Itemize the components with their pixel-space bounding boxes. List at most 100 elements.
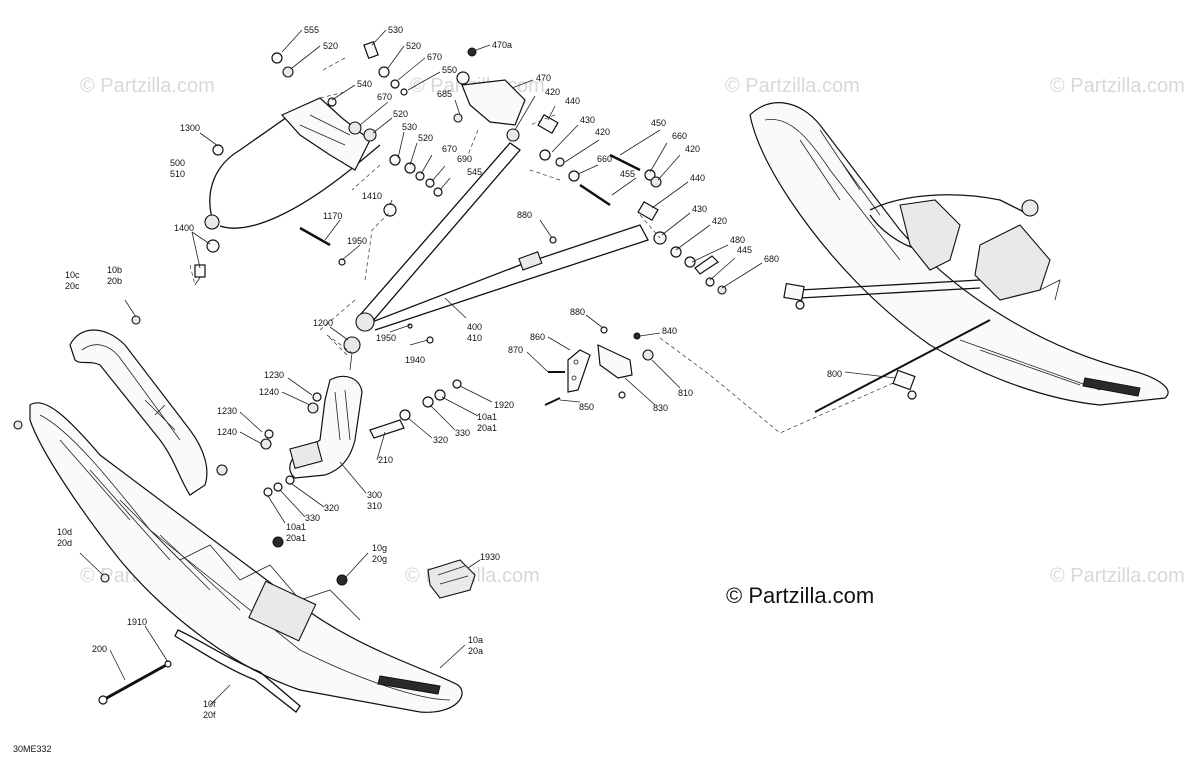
watermark-top-far-right: © Partzilla.com: [1050, 75, 1185, 97]
callout-300: 300: [367, 490, 382, 500]
callout-20c: 20c: [65, 281, 80, 291]
callout-420: 420: [545, 87, 560, 97]
callout-320: 320: [433, 435, 448, 445]
callout-660: 660: [672, 131, 687, 141]
callout-520: 520: [393, 109, 408, 119]
callout-670: 670: [442, 144, 457, 154]
callout-520: 520: [418, 133, 433, 143]
callout-880: 880: [517, 210, 532, 220]
watermark-top-left: © Partzilla.com: [80, 75, 215, 97]
callout-455: 455: [620, 169, 635, 179]
brand-label: © Partzilla.com: [726, 583, 874, 608]
callout-10a1: 10a1: [477, 412, 497, 422]
callout-830: 830: [653, 403, 668, 413]
assembly-lines: [189, 57, 901, 434]
callout-870: 870: [508, 345, 523, 355]
upper-a-arm: [194, 97, 381, 286]
bracket-470: [453, 47, 526, 126]
leader-lines: [79, 29, 896, 706]
callout-840: 840: [662, 326, 677, 336]
radius-rod: [355, 142, 649, 332]
callout-10f: 10f: [203, 699, 216, 709]
callout-685: 685: [437, 89, 452, 99]
callout-20d: 20d: [57, 538, 72, 548]
callout-660: 660: [597, 154, 612, 164]
callout-440: 440: [565, 96, 580, 106]
callout-10a: 10a: [468, 635, 483, 645]
callout-800: 800: [827, 369, 842, 379]
callout-400: 400: [467, 322, 482, 332]
callout-410: 410: [467, 333, 482, 343]
callout-1170: 1170: [323, 211, 342, 221]
callout-545: 545: [467, 167, 482, 177]
callout-850: 850: [579, 402, 594, 412]
callout-880: 880: [570, 307, 585, 317]
callout-420: 420: [712, 216, 727, 226]
mounting-plates: [407, 323, 654, 406]
callout-690: 690: [457, 154, 472, 164]
callout-20f: 20f: [203, 710, 216, 720]
callout-20g: 20g: [372, 554, 387, 564]
callout-20a1: 20a1: [477, 423, 497, 433]
callout-20a: 20a: [468, 646, 483, 656]
callout-470a: 470a: [492, 40, 512, 50]
callout-670: 670: [427, 52, 442, 62]
spindle-hardware: [260, 379, 462, 586]
callout-1230: 1230: [217, 406, 237, 416]
spindle: [289, 336, 405, 479]
part-callouts: 555 520 530 520 670 550 470a 540 470 685…: [57, 25, 842, 720]
callout-20b: 20b: [107, 276, 122, 286]
rod-hardware: [506, 113, 727, 295]
callout-200: 200: [92, 644, 107, 654]
callout-430: 430: [580, 115, 595, 125]
callout-520: 520: [323, 41, 338, 51]
callout-1300: 1300: [180, 123, 200, 133]
callout-520: 520: [406, 41, 421, 51]
callout-555: 555: [304, 25, 319, 35]
watermark-top-right: © Partzilla.com: [725, 75, 860, 97]
callout-680: 680: [764, 254, 779, 264]
assembled-ski-right: [749, 102, 1169, 413]
callout-1410: 1410: [362, 191, 382, 201]
callout-480: 480: [730, 235, 745, 245]
ski-handle: [13, 315, 228, 583]
callout-450: 450: [651, 118, 666, 128]
callout-310: 310: [367, 501, 382, 511]
callout-430: 430: [692, 204, 707, 214]
bumper-block: [427, 559, 476, 599]
callout-1400: 1400: [174, 223, 194, 233]
callout-10d: 10d: [57, 527, 72, 537]
callout-20a1: 20a1: [286, 533, 306, 543]
callout-440: 440: [690, 173, 705, 183]
callout-1920: 1920: [494, 400, 514, 410]
callout-510: 510: [170, 169, 185, 179]
callout-1240: 1240: [217, 427, 237, 437]
callout-470: 470: [536, 73, 551, 83]
callout-10g: 10g: [372, 543, 387, 553]
callout-1950: 1950: [376, 333, 396, 343]
watermark-bottom-right: © Partzilla.com: [1050, 565, 1185, 587]
callout-530: 530: [388, 25, 403, 35]
upper-arm-hardware: [212, 40, 443, 266]
callout-1200: 1200: [313, 318, 333, 328]
callout-10b: 10b: [107, 265, 122, 275]
callout-550: 550: [442, 65, 457, 75]
callout-810: 810: [678, 388, 693, 398]
callout-530: 530: [402, 122, 417, 132]
callout-670: 670: [377, 92, 392, 102]
callout-1950: 1950: [347, 236, 367, 246]
callout-860: 860: [530, 332, 545, 342]
callout-1230: 1230: [264, 370, 284, 380]
diagram-code: 30ME332: [13, 744, 52, 754]
ski-left: [29, 402, 463, 713]
callout-1930: 1930: [480, 552, 500, 562]
callout-10c: 10c: [65, 270, 80, 280]
callout-420: 420: [595, 127, 610, 137]
callout-320: 320: [324, 503, 339, 513]
callout-445: 445: [737, 245, 752, 255]
callout-330: 330: [305, 513, 320, 523]
callout-1240: 1240: [259, 387, 279, 397]
callout-1940: 1940: [405, 355, 425, 365]
